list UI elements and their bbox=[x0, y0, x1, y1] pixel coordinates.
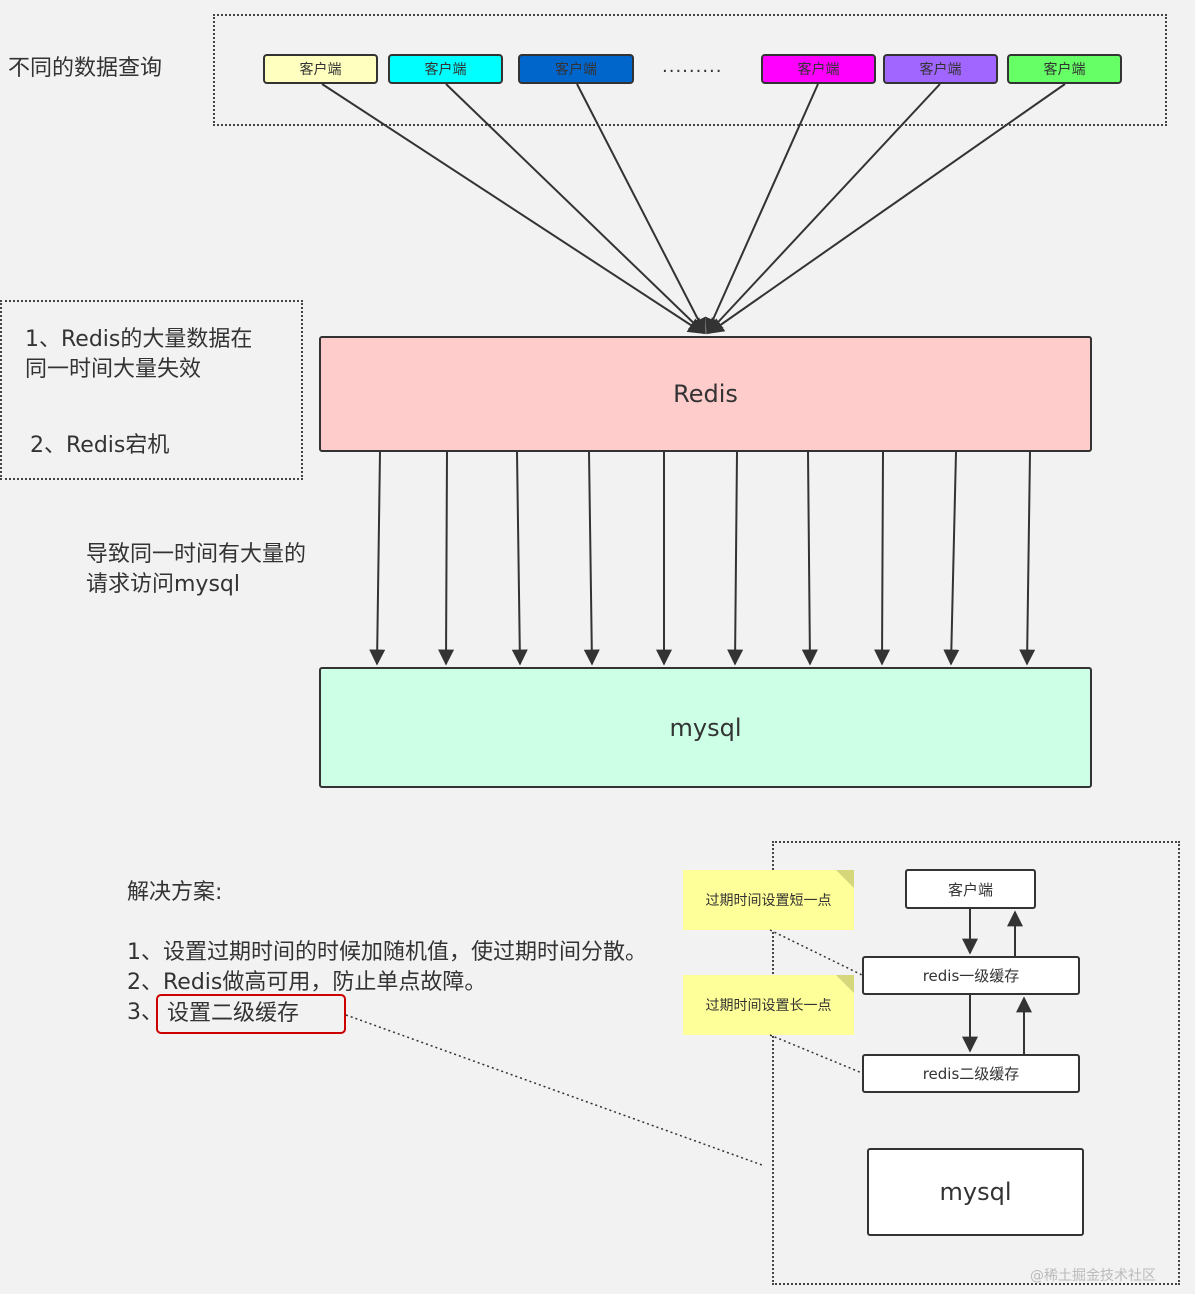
arrow-redis-mysql-8 bbox=[874, 451, 891, 666]
consequence-line-1: 导致同一时间有大量的 bbox=[86, 542, 307, 567]
query-label: 不同的数据查询 bbox=[8, 56, 163, 81]
mysql-label: mysql bbox=[669, 713, 742, 742]
cause-line-3: 2、Redis宕机 bbox=[30, 433, 170, 458]
mysql-box: mysql bbox=[319, 667, 1092, 788]
solution-item-1: 1、设置过期时间的时候加随机值，使过期时间分散。 bbox=[127, 940, 647, 965]
client-box-5: 客户端 bbox=[883, 54, 998, 84]
note-short-expiry-fold bbox=[836, 870, 854, 888]
arrow-redis-mysql-2 bbox=[438, 451, 455, 666]
ellipsis: ......... bbox=[662, 56, 723, 77]
solution-item-2: 2、Redis做高可用，防止单点故障。 bbox=[127, 970, 487, 995]
cause-line-1: 1、Redis的大量数据在 bbox=[25, 327, 253, 352]
consequence-line-2: 请求访问mysql bbox=[86, 572, 240, 597]
note-short-expiry: 过期时间设置短一点 bbox=[683, 870, 854, 930]
redis-level2-box: redis二级缓存 bbox=[862, 1054, 1080, 1093]
redis-box: Redis bbox=[319, 336, 1092, 452]
redis-label: Redis bbox=[673, 380, 738, 408]
note-long-expiry: 过期时间设置长一点 bbox=[683, 975, 854, 1035]
arrow-redis-mysql-10 bbox=[1019, 451, 1036, 666]
client-box-4: 客户端 bbox=[761, 54, 876, 84]
solution-title: 解决方案: bbox=[127, 880, 223, 905]
client-box-1: 客户端 bbox=[263, 54, 378, 84]
note-long-expiry-fold bbox=[836, 975, 854, 993]
watermark: @稀土掘金技术社区 bbox=[1030, 1268, 1156, 1284]
arrow-redis-mysql-1 bbox=[369, 451, 386, 666]
arrow-redis-mysql-7 bbox=[801, 451, 818, 666]
solution-item-3-highlight: 设置二级缓存 bbox=[156, 994, 346, 1034]
highlight-connector bbox=[345, 1014, 763, 1166]
arrow-redis-mysql-3 bbox=[511, 451, 528, 666]
arrow-redis-mysql-4 bbox=[583, 451, 600, 666]
client-box-3: 客户端 bbox=[518, 54, 634, 84]
redis-level1-box: redis一级缓存 bbox=[862, 956, 1080, 995]
cause-line-2: 同一时间大量失效 bbox=[25, 357, 202, 382]
cache-client-box: 客户端 bbox=[905, 869, 1036, 909]
client-box-2: 客户端 bbox=[388, 54, 503, 84]
client-box-6: 客户端 bbox=[1007, 54, 1122, 84]
arrow-redis-mysql-9 bbox=[943, 451, 960, 666]
cache-mysql-box: mysql bbox=[867, 1148, 1084, 1236]
causes-frame bbox=[0, 300, 303, 480]
arrow-redis-mysql-6 bbox=[727, 451, 744, 666]
